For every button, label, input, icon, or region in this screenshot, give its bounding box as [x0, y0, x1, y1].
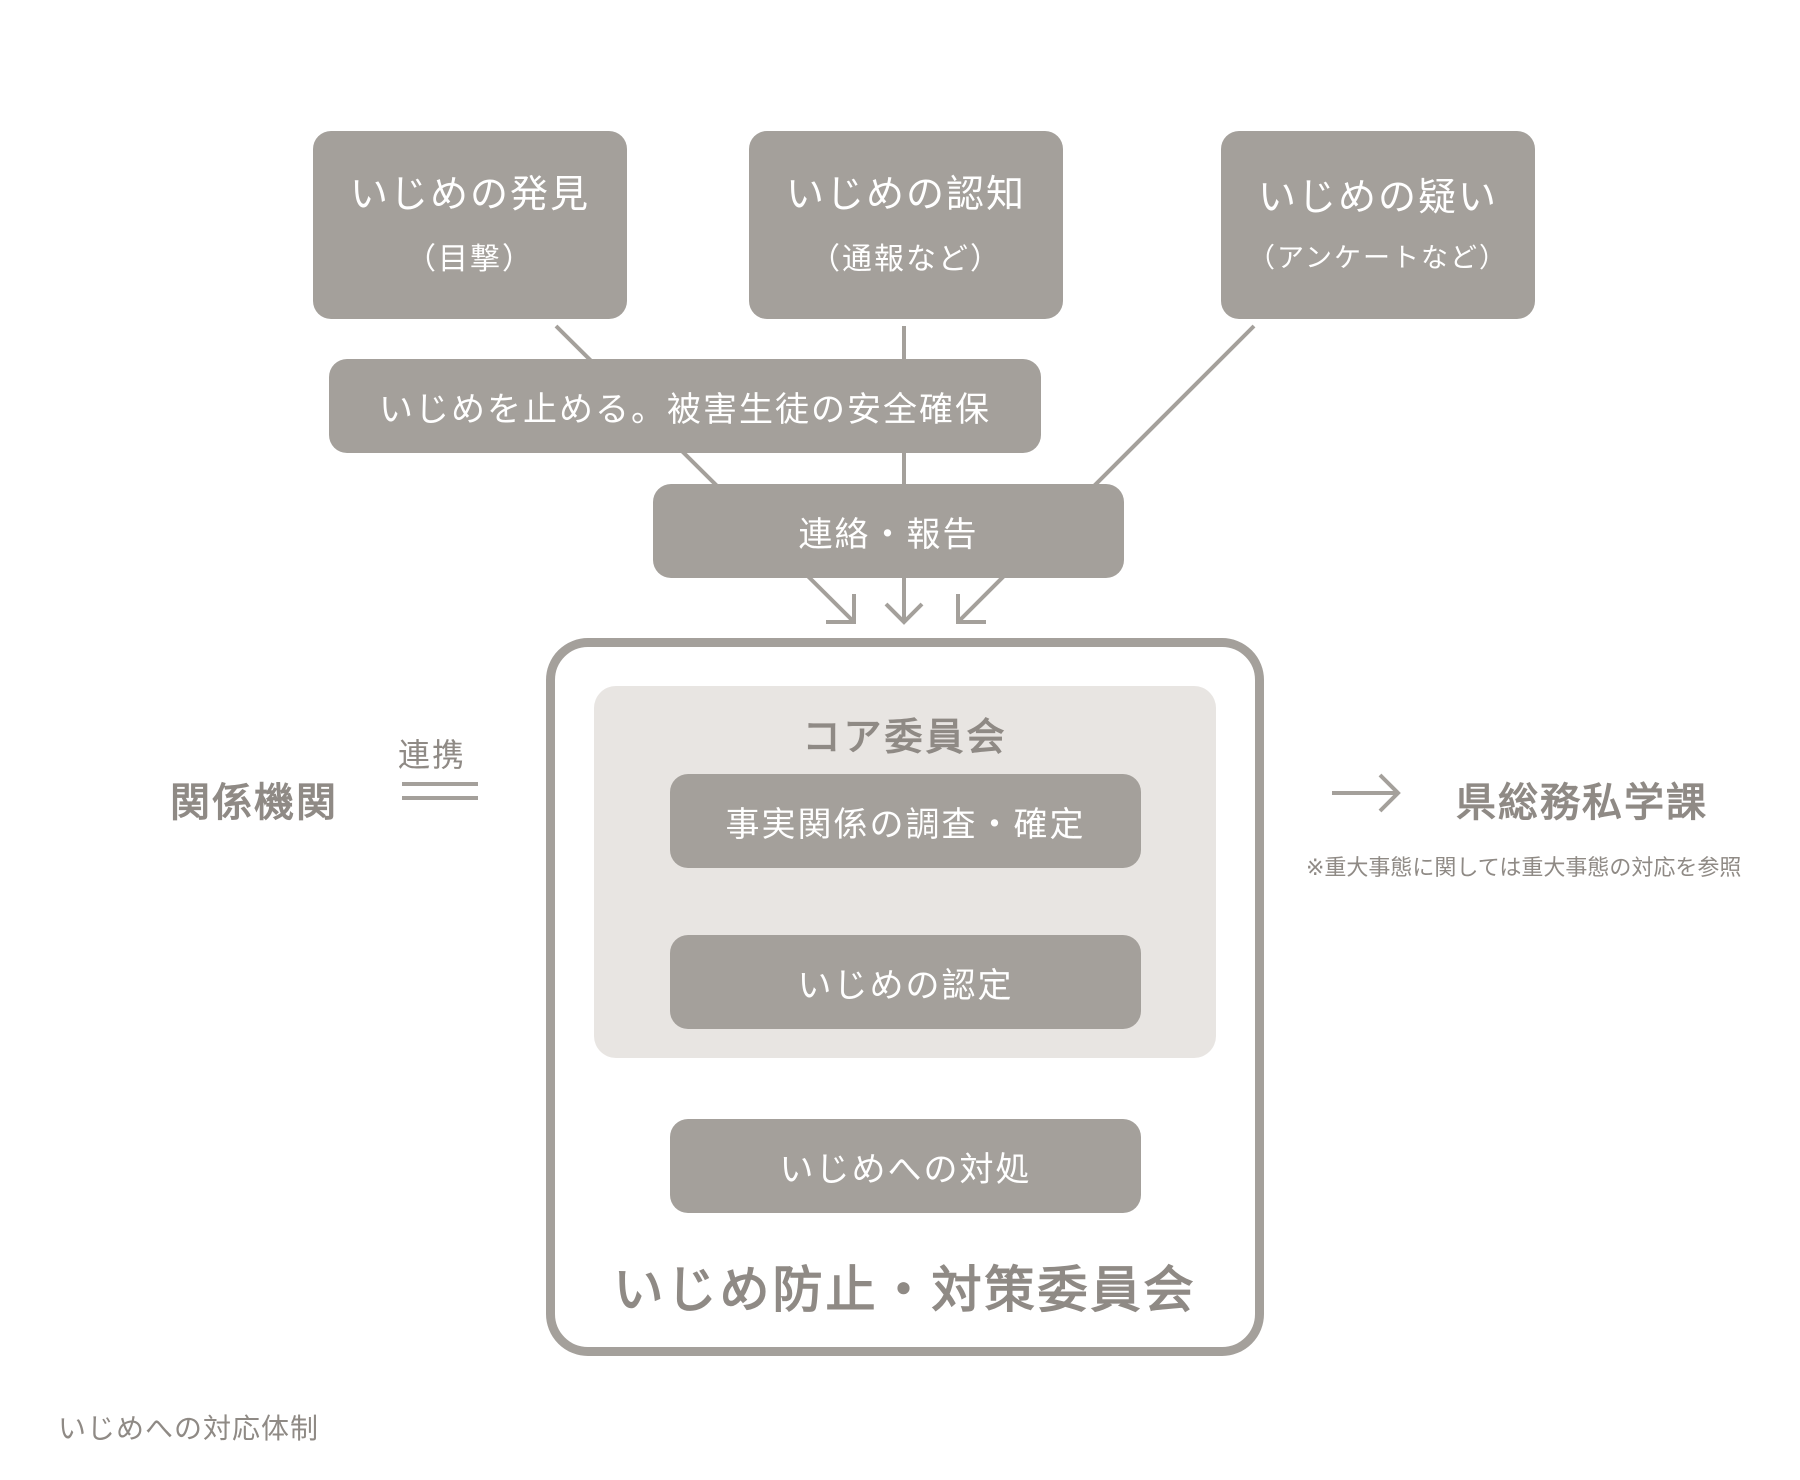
prefecture-office-label: 県総務私学課 [1456, 780, 1708, 826]
trigger-discovery-sub: （目撃） [406, 241, 534, 277]
core-committee-title: コア委員会 [802, 715, 1008, 759]
report-bar: 連絡・報告 [653, 484, 1124, 578]
diagram-caption: いじめへの対応体制 [58, 1412, 320, 1445]
arrowhead-right [956, 594, 986, 624]
trigger-discovery: いじめの発見 （目撃） [313, 131, 627, 319]
committee-title: いじめ防止・対策委員会 [613, 1261, 1197, 1319]
trigger-recognition-sub: （通報など） [810, 241, 1002, 277]
response-box: いじめへの対処 [670, 1119, 1141, 1213]
arrowhead-left [826, 594, 856, 624]
step-fact-finding: 事実関係の調査・確定 [670, 774, 1141, 868]
related-agencies-label: 関係機関 [170, 780, 338, 826]
arrowhead-center [884, 602, 924, 625]
arrowhead-to-prefecture [1378, 773, 1401, 813]
trigger-recognition-title: いじめの認知 [785, 172, 1026, 217]
trigger-suspicion-title: いじめの疑い [1257, 174, 1498, 219]
serious-case-note: ※重大事態に関しては重大事態の対応を参照 [1306, 856, 1742, 881]
trigger-recognition: いじめの認知 （通報など） [749, 131, 1063, 319]
link-label: 連携 [398, 736, 467, 774]
trigger-suspicion-sub: （アンケートなど） [1248, 243, 1508, 275]
trigger-discovery-title: いじめの発見 [349, 172, 590, 217]
trigger-suspicion: いじめの疑い （アンケートなど） [1221, 131, 1535, 319]
step-recognition: いじめの認定 [670, 935, 1141, 1029]
stop-bullying-bar: いじめを止める。被害生徒の安全確保 [329, 359, 1041, 453]
